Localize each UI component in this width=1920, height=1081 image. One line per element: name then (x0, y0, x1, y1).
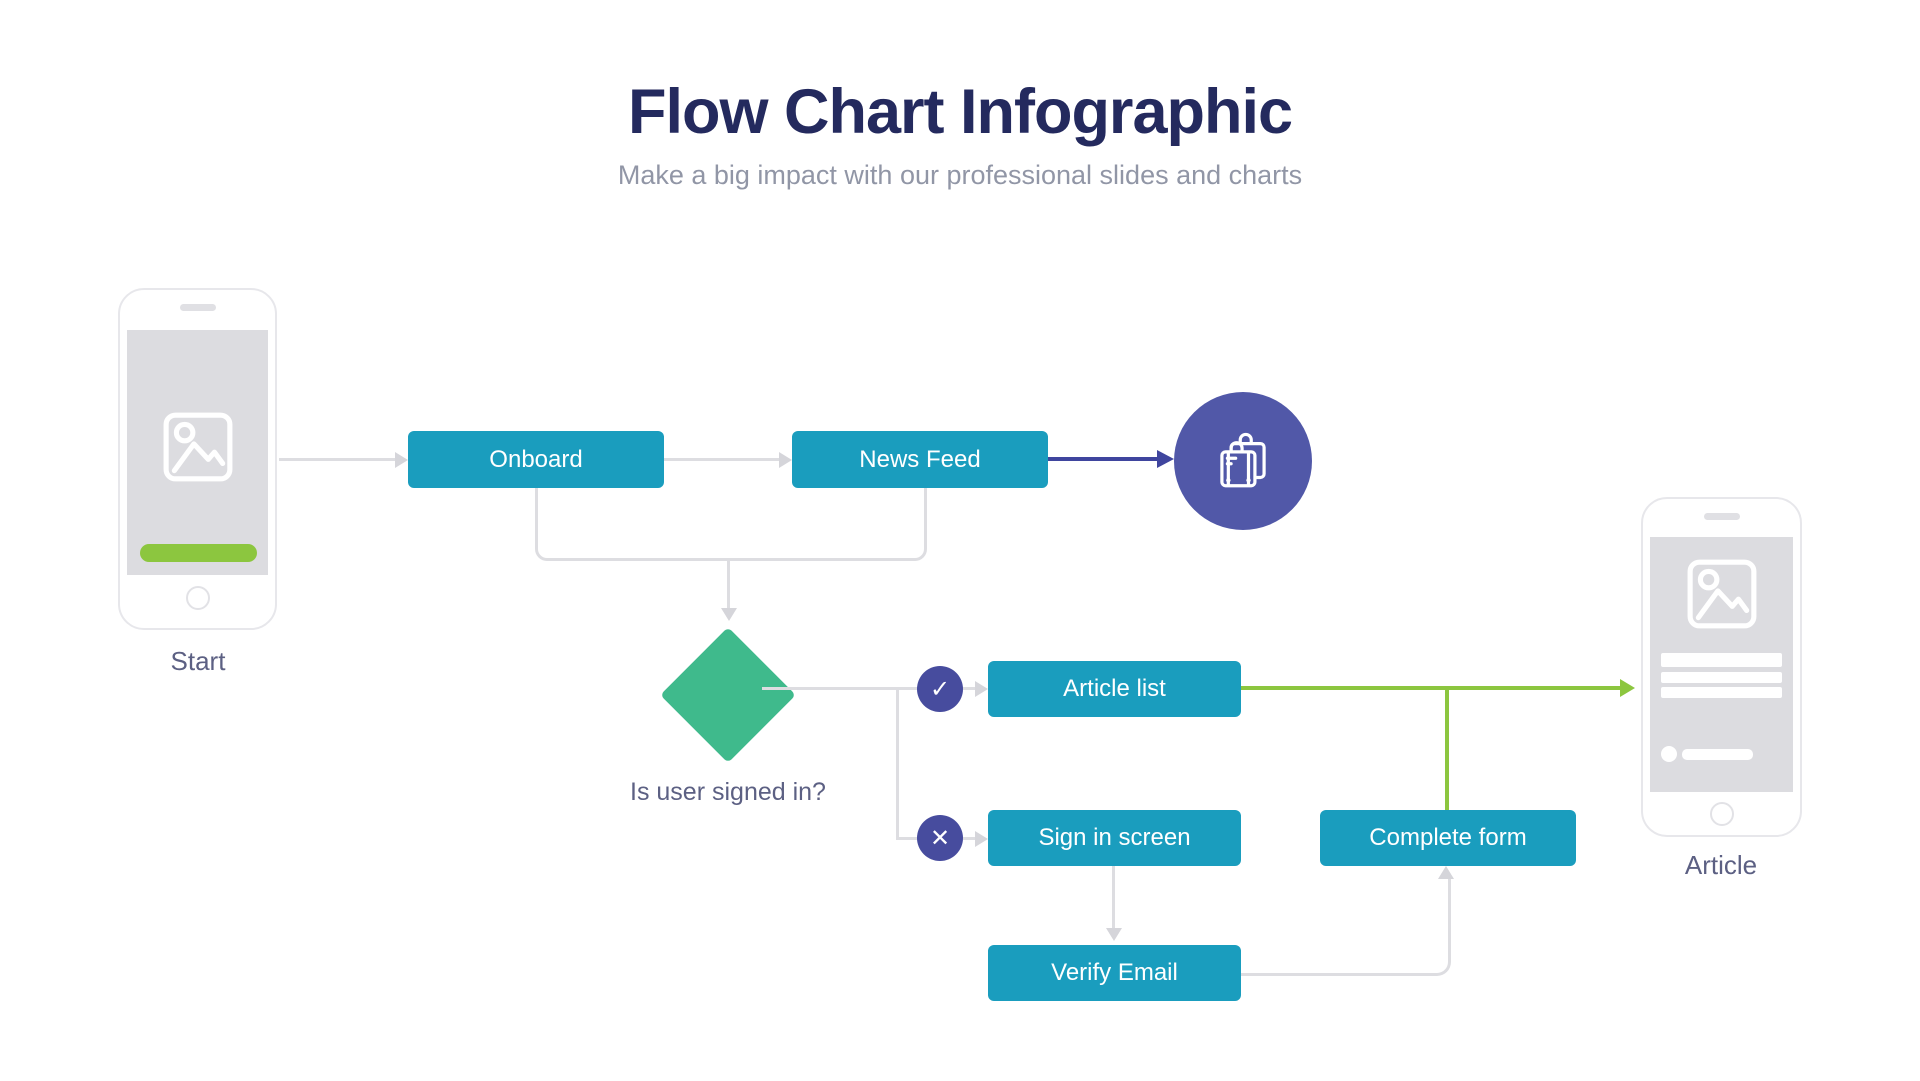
home-button (1709, 802, 1734, 826)
cross-icon: ✕ (917, 815, 963, 861)
briefcase-icon (1220, 432, 1266, 488)
connector-articlelist-article (1241, 686, 1622, 690)
connector-loop-stem (727, 558, 730, 608)
node-news-feed: News Feed (792, 431, 1048, 488)
arrowhead-onboard-newsfeed (779, 452, 792, 468)
arrowhead-yes-articlelist (975, 681, 988, 697)
node-article-list: Article list (988, 661, 1241, 717)
connector-signin-verify (1112, 866, 1115, 928)
decision-question: Is user signed in? (630, 778, 826, 806)
decision-diamond (660, 627, 796, 763)
image-placeholder-icon (163, 412, 232, 482)
page-title: Flow Chart Infographic (628, 77, 1293, 147)
article-label: Article (1684, 850, 1758, 880)
arrowhead-verify-completeform (1438, 866, 1454, 879)
node-verify-email: Verify Email (988, 945, 1241, 1001)
arrowhead-start-onboard (395, 452, 408, 468)
connector-decision-branch (896, 687, 899, 840)
node-complete-form: Complete form (1320, 810, 1576, 866)
arrowhead-articlelist-article (1620, 679, 1635, 697)
page-subtitle: Make a big impact with our professional … (617, 160, 1303, 190)
home-button (185, 586, 210, 610)
briefcase-circle (1174, 392, 1312, 530)
connector-decision-yes (762, 687, 920, 690)
image-placeholder-icon (1687, 559, 1756, 629)
connector-loop (535, 488, 927, 561)
phone-speaker-bar (179, 304, 216, 311)
text-line-bar (1661, 653, 1782, 667)
author-avatar-dot (1661, 746, 1677, 762)
node-onboard: Onboard (408, 431, 664, 488)
connector-decision-no (896, 837, 920, 840)
text-line-bar (1661, 687, 1782, 698)
phone-speaker-bar (1703, 513, 1740, 520)
connector-onboard-newsfeed (664, 458, 780, 461)
node-sign-in: Sign in screen (988, 810, 1241, 866)
check-icon: ✓ (917, 666, 963, 712)
start-phone-button (140, 544, 257, 562)
connector-verify-completeform (1241, 878, 1451, 976)
start-phone-screen (127, 330, 268, 575)
arrowhead-decision (721, 608, 737, 621)
article-phone (1641, 497, 1802, 837)
connector-no-signin (963, 837, 977, 840)
start-label: Start (170, 646, 226, 676)
start-phone (118, 288, 277, 630)
author-name-bar (1682, 749, 1753, 760)
article-phone-screen (1650, 537, 1793, 792)
connector-green-completeform (1445, 686, 1449, 810)
arrowhead-no-signin (975, 831, 988, 847)
connector-start-onboard (279, 458, 396, 461)
text-line-bar (1661, 672, 1782, 683)
arrowhead-signin-verify (1106, 928, 1122, 941)
arrowhead-newsfeed-circle (1157, 450, 1174, 468)
connector-newsfeed-circle (1048, 457, 1160, 461)
connector-yes-articlelist (963, 687, 977, 690)
